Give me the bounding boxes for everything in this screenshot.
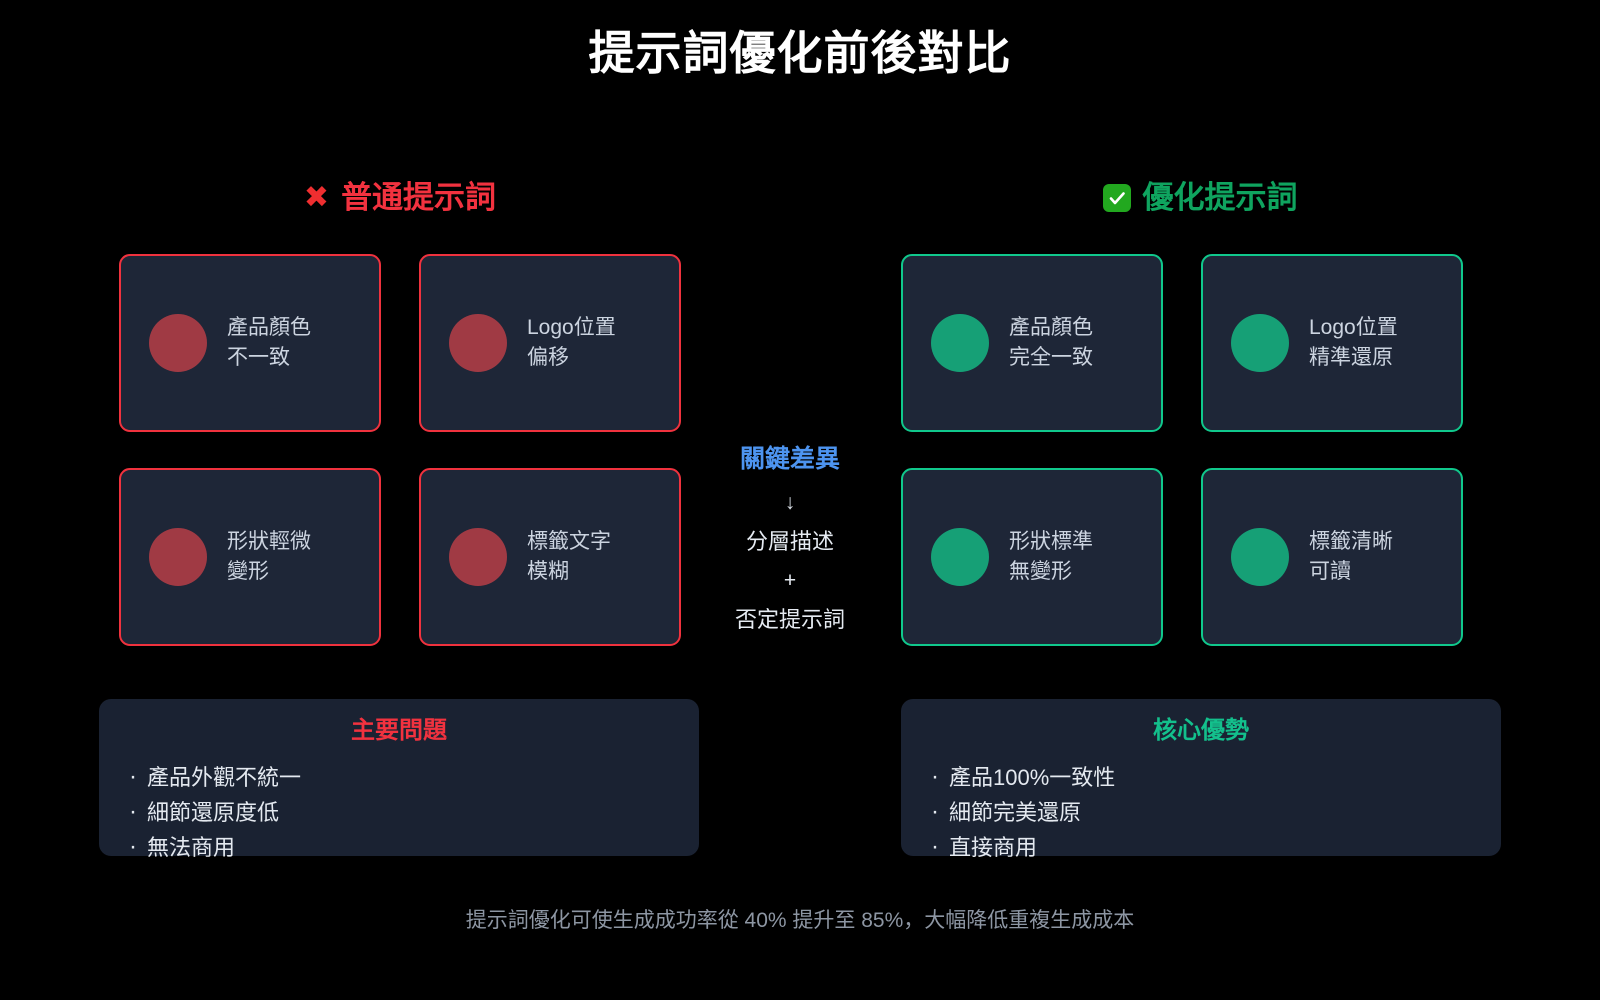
- status-dot-icon: [149, 528, 207, 586]
- key-difference-line-2: 否定提示詞: [734, 606, 845, 632]
- list-item: 產品外觀不統一: [125, 758, 673, 797]
- before-card-grid: 產品顏色 不一致 Logo位置 偏移 形狀輕微 變形 標籤文字 模糊: [119, 254, 681, 646]
- before-summary-title: 主要問題: [351, 717, 447, 744]
- column-header-after-label: 優化提示詞: [1142, 180, 1298, 215]
- after-card-label: 標籤清晰 可讀: [1309, 530, 1393, 583]
- key-difference-title: 關鍵差異: [739, 445, 840, 473]
- after-card[interactable]: 標籤清晰 可讀: [1201, 468, 1463, 646]
- list-item: 細節完美還原: [927, 793, 1475, 832]
- list-item: 產品100%一致性: [927, 758, 1475, 797]
- before-card-label: 形狀輕微 變形: [227, 530, 311, 583]
- down-arrow-icon: ↓: [784, 491, 796, 514]
- after-card[interactable]: Logo位置 精準還原: [1201, 254, 1463, 432]
- before-summary-list: 產品外觀不統一 細節還原度低 無法商用: [125, 758, 673, 867]
- after-summary-list: 產品100%一致性 細節完美還原 直接商用: [927, 758, 1475, 867]
- before-card[interactable]: Logo位置 偏移: [419, 254, 681, 432]
- after-card-label: 形狀標準 無變形: [1009, 530, 1093, 583]
- check-mark-button-icon: [1102, 183, 1131, 212]
- after-card[interactable]: 產品顏色 完全一致: [901, 254, 1163, 432]
- column-header-before: ✖ 普通提示詞: [120, 182, 680, 213]
- after-summary-title: 核心優勢: [1153, 717, 1249, 744]
- status-dot-icon: [449, 314, 507, 372]
- before-card-label: 標籤文字 模糊: [527, 530, 611, 583]
- list-item: 細節還原度低: [125, 793, 673, 832]
- key-difference-line-1: 分層描述: [745, 529, 834, 555]
- footer-note: 提示詞優化可使生成成功率從 40% 提升至 85%，大幅降低重複生成成本: [465, 909, 1135, 932]
- after-summary-panel: 核心優勢 產品100%一致性 細節完美還原 直接商用: [901, 699, 1501, 867]
- column-header-after: 優化提示詞: [920, 182, 1480, 213]
- status-dot-icon: [1231, 528, 1289, 586]
- after-card-grid: 產品顏色 完全一致 Logo位置 精準還原 形狀標準 無變形 標籤清晰 可讀: [901, 254, 1463, 646]
- before-card-label: Logo位置 偏移: [527, 316, 616, 369]
- list-item: 無法商用: [125, 828, 673, 867]
- before-card[interactable]: 產品顏色 不一致: [119, 254, 381, 432]
- status-dot-icon: [931, 528, 989, 586]
- key-difference-block: 關鍵差異 ↓ 分層描述 + 否定提示詞: [700, 444, 880, 633]
- status-dot-icon: [149, 314, 207, 372]
- before-card-label: 產品顏色 不一致: [227, 316, 311, 369]
- list-item: 直接商用: [927, 828, 1475, 867]
- after-card-label: 產品顏色 完全一致: [1009, 316, 1093, 369]
- status-dot-icon: [931, 314, 989, 372]
- after-card[interactable]: 形狀標準 無變形: [901, 468, 1163, 646]
- page-title: 提示詞優化前後對比: [588, 27, 1012, 79]
- plus-icon: +: [783, 568, 797, 592]
- status-dot-icon: [449, 528, 507, 586]
- before-summary-panel: 主要問題 產品外觀不統一 細節還原度低 無法商用: [99, 699, 699, 867]
- before-card[interactable]: 標籤文字 模糊: [419, 468, 681, 646]
- cross-mark-icon: ✖: [303, 180, 330, 214]
- after-card-label: Logo位置 精準還原: [1309, 316, 1398, 369]
- column-header-before-label: 普通提示詞: [341, 180, 497, 215]
- status-dot-icon: [1231, 314, 1289, 372]
- before-card[interactable]: 形狀輕微 變形: [119, 468, 381, 646]
